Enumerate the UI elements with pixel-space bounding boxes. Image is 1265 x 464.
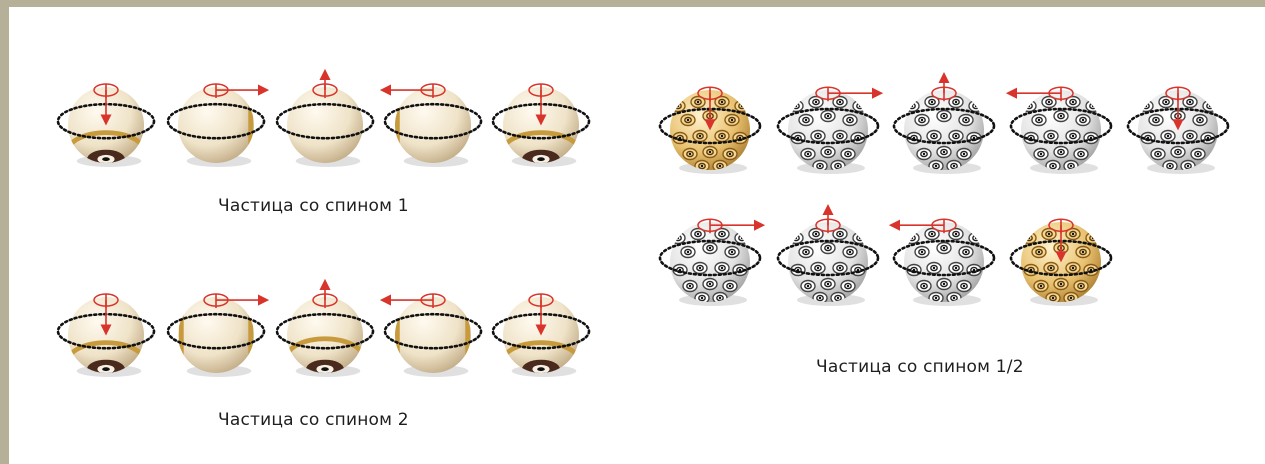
spin-ball [658, 86, 762, 174]
sphere-body [178, 87, 254, 163]
rotation-ring [892, 239, 996, 277]
spin-ball [1126, 86, 1230, 174]
group-spin1 [56, 68, 591, 167]
spin-ball [56, 293, 156, 377]
sphere-body [395, 87, 471, 163]
group-spin2 [56, 278, 591, 377]
spin-ball [379, 293, 483, 377]
rotation-ring [166, 102, 266, 140]
spin-ball [491, 83, 591, 167]
spin-ball [1009, 218, 1113, 306]
spin-ball [776, 204, 880, 306]
sphere-body [178, 297, 254, 373]
rotation-ring [383, 102, 483, 140]
spin-ball [892, 72, 996, 174]
rotation-ring [892, 107, 996, 145]
rotation-ring [776, 239, 880, 277]
spin-ball [379, 83, 483, 167]
rotation-ring [166, 312, 266, 350]
spin-ball [888, 218, 996, 306]
rotation-ring [275, 102, 375, 140]
spin-ball [658, 218, 766, 306]
spin-ball [56, 83, 156, 167]
spin-ball [1005, 86, 1113, 174]
spin-ball [776, 86, 884, 174]
sphere-body [287, 87, 363, 163]
rotation-ring [383, 312, 483, 350]
rotation-ring [275, 312, 375, 350]
rotation-ring [658, 239, 762, 277]
caption-spin-2: Частица со спином 2 [218, 410, 409, 430]
rotation-ring [1009, 107, 1113, 145]
caption-spin-half: Частица со спином 1/2 [816, 357, 1024, 377]
spin-ball [166, 83, 270, 167]
spin-ball [275, 278, 375, 377]
spin-ball [166, 293, 270, 377]
sphere-body [395, 297, 471, 373]
spin-ball [491, 293, 591, 377]
caption-spin-1: Частица со спином 1 [218, 196, 409, 216]
rotation-ring [776, 107, 880, 145]
spin-ball [275, 68, 375, 167]
group-spin_half [658, 72, 1230, 306]
